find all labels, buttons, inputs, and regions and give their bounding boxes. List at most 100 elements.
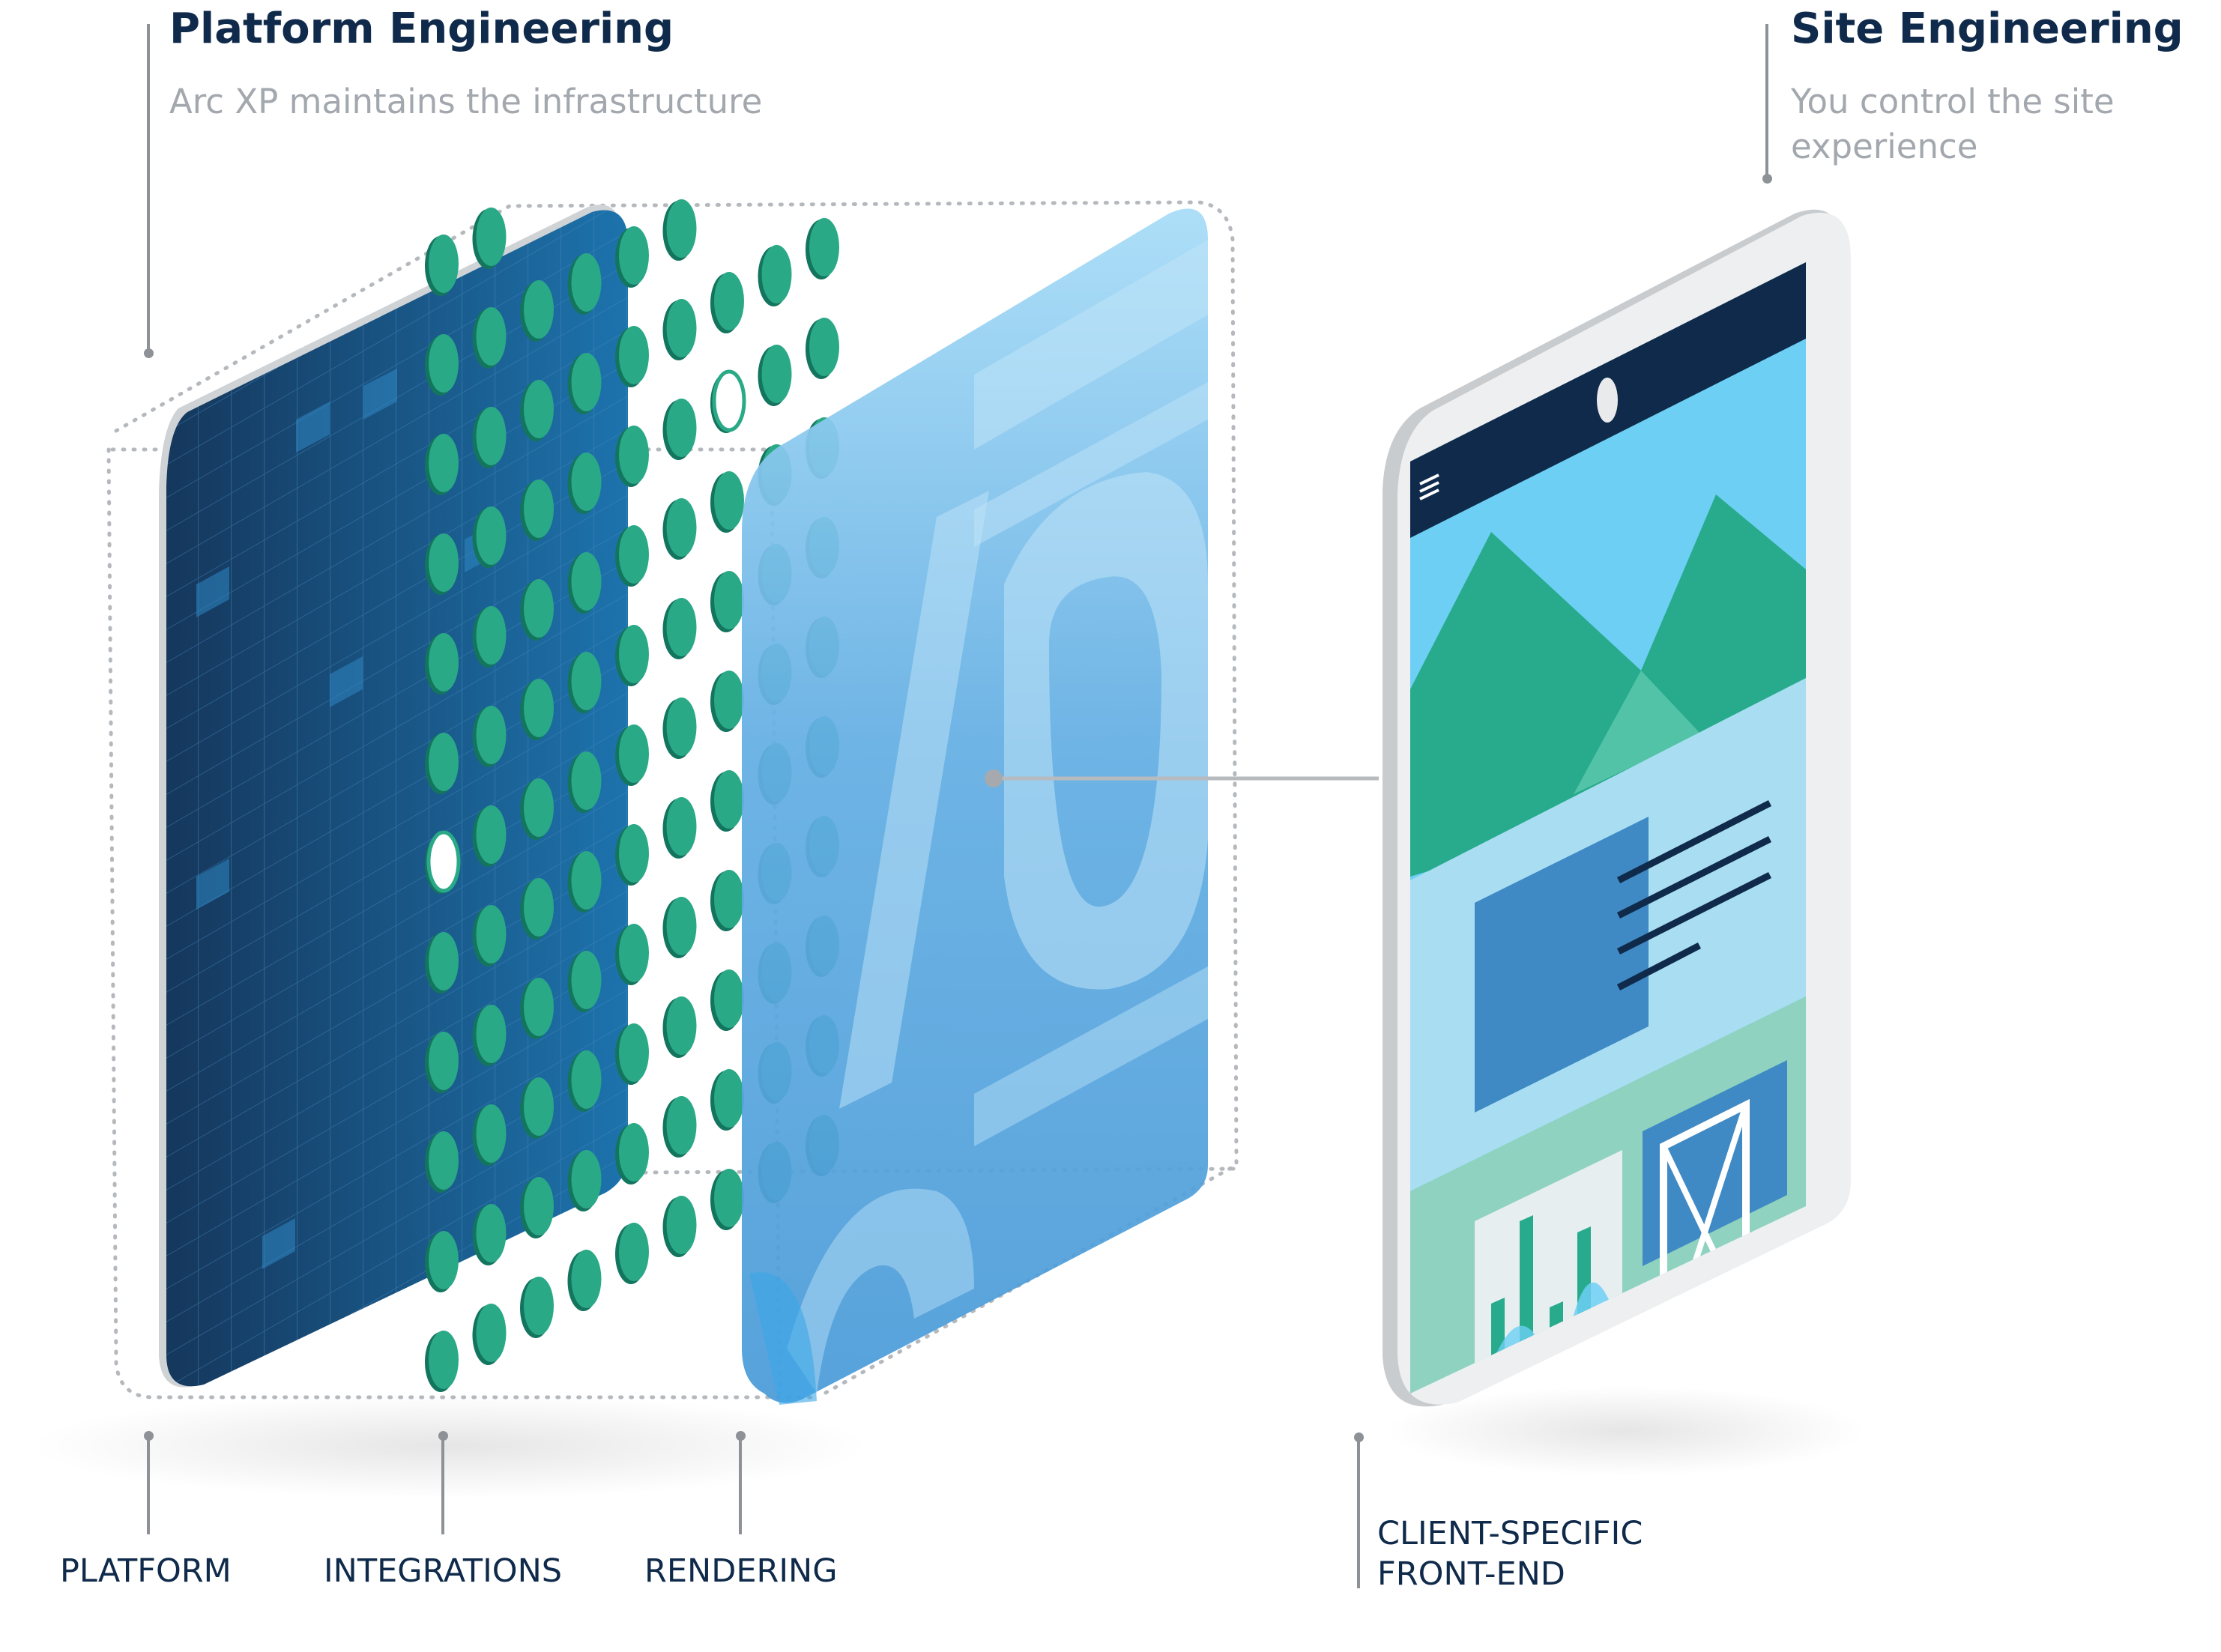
integration-node (476, 1104, 507, 1163)
integration-node (666, 1196, 697, 1254)
platform-leader (147, 1437, 150, 1534)
integration-node (476, 208, 507, 266)
integration-node (429, 1231, 459, 1289)
integration-node (619, 226, 649, 285)
rendering-leader (739, 1437, 742, 1534)
integration-node (524, 1177, 554, 1235)
integration-node (524, 380, 554, 438)
integration-node (429, 1331, 459, 1389)
integration-node (619, 625, 649, 683)
hamburger-menu-icon (1419, 473, 1439, 500)
integration-node (619, 326, 649, 384)
platform-label: PLATFORM (60, 1552, 232, 1590)
integration-node (476, 1005, 507, 1063)
integrations-leader-dot (438, 1431, 448, 1441)
integration-node (524, 878, 554, 937)
rendering-label: RENDERING (644, 1552, 838, 1590)
frontend-leader (1357, 1438, 1360, 1588)
integration-node (714, 571, 744, 629)
integration-node (476, 506, 507, 565)
integration-node (666, 1096, 697, 1155)
integration-node (571, 552, 602, 611)
integration-node (619, 724, 649, 783)
integration-node (524, 579, 554, 638)
platform-engineering-leader-dot (144, 348, 154, 358)
integration-node (714, 272, 744, 330)
integration-node (571, 453, 602, 511)
integration-node (429, 633, 459, 692)
platform-engineering-leader (147, 24, 150, 354)
integration-node (714, 671, 744, 729)
integration-node (619, 1123, 649, 1181)
integration-node (429, 1032, 459, 1090)
integration-node (476, 706, 507, 764)
integration-node (666, 399, 697, 457)
integration-node (619, 525, 649, 584)
integration-node (809, 218, 839, 276)
integration-node (476, 606, 507, 665)
rendering-frontend-connector (985, 769, 1379, 787)
rendering-leader-dot (736, 1431, 746, 1441)
integration-node (761, 345, 792, 403)
site-engineering-leader-dot (1762, 174, 1772, 184)
site-engineering-title: Site Engineering (1791, 4, 2184, 53)
integration-node (476, 1204, 507, 1262)
integrations-label: INTEGRATIONS (324, 1552, 563, 1590)
frontend-leader-dot (1354, 1432, 1364, 1442)
rendering-layer (742, 208, 1208, 1405)
integration-node (619, 824, 649, 883)
integration-node (476, 407, 507, 465)
integration-node (571, 253, 602, 312)
integration-node (524, 978, 554, 1036)
integration-node (524, 479, 554, 538)
integration-node (571, 1150, 602, 1208)
integration-node (714, 1169, 744, 1227)
integration-node (524, 778, 554, 837)
integration-node (429, 434, 459, 492)
integration-node (666, 199, 697, 258)
integration-node (571, 353, 602, 411)
integration-node (571, 851, 602, 910)
integration-node (429, 733, 459, 791)
integration-node (571, 1050, 602, 1109)
frontend-label: CLIENT-SPECIFIC FRONT-END (1377, 1515, 1643, 1593)
integration-node (524, 280, 554, 339)
integration-node (714, 969, 744, 1028)
integration-node (571, 652, 602, 710)
site-engineering-leader (1765, 24, 1768, 178)
integrations-leader (441, 1437, 444, 1534)
integration-node (619, 426, 649, 484)
integration-node (761, 245, 792, 303)
integration-node (666, 299, 697, 357)
platform-leader-dot (144, 1431, 154, 1441)
integration-node (714, 770, 744, 829)
integration-node (476, 307, 507, 366)
platform-engineering-title: Platform Engineering (169, 4, 674, 53)
platform-engineering-subtitle: Arc XP maintains the infrastructure (169, 82, 763, 121)
integration-node (476, 805, 507, 864)
integration-node (809, 318, 839, 376)
integration-node (666, 897, 697, 955)
integration-node (666, 498, 697, 557)
integration-node (666, 797, 697, 856)
integration-node (571, 951, 602, 1009)
integration-node (666, 996, 697, 1055)
integration-node (619, 1023, 649, 1082)
integration-node (429, 334, 459, 393)
integration-node (476, 1304, 507, 1362)
integration-node (619, 1223, 649, 1281)
integration-node (714, 471, 744, 530)
integration-node (524, 1277, 554, 1335)
integration-node (712, 369, 746, 432)
integration-node (571, 751, 602, 810)
integration-node (571, 1250, 602, 1308)
frontend-tablet (1383, 209, 1851, 1407)
integration-node (429, 932, 459, 990)
integration-node (429, 1131, 459, 1190)
integration-node (619, 924, 649, 982)
integration-node (666, 698, 697, 756)
integration-node (429, 533, 459, 592)
integration-node (524, 679, 554, 737)
site-engineering-subtitle: You control the site experience (1791, 82, 2115, 166)
